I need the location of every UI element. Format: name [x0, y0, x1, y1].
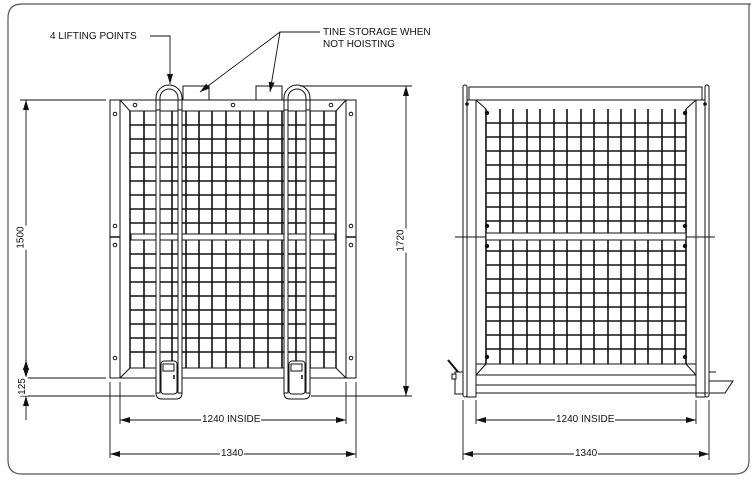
- tine-lock-handle: [447, 359, 464, 395]
- leader-lines: [150, 31, 320, 93]
- lifting-points-label: 4 LIFTING POINTS: [50, 31, 137, 42]
- lifting-hoop-right: [283, 84, 311, 400]
- lifting-hoop-left: [155, 84, 183, 400]
- lock-right: [288, 360, 306, 395]
- dim-height-1500: 1500: [15, 225, 27, 250]
- dim-height-1720: 1720: [395, 228, 407, 253]
- side-dim-width-inside: 1240 INSIDE: [555, 414, 616, 425]
- bolt-holes: [112, 102, 354, 361]
- tine-storage-right: [255, 85, 283, 101]
- front-dim-width-overall: 1340: [220, 448, 245, 459]
- lock-left: [160, 360, 178, 395]
- side-bolts: [465, 102, 707, 360]
- sheet-border: [7, 3, 751, 475]
- tine-storage-label-line2: NOT HOISTING: [323, 39, 396, 50]
- side-dim-width-overall: 1340: [574, 448, 599, 459]
- tine-storage-label-line1: TINE STORAGE WHEN: [323, 27, 431, 38]
- dim-height-125: 125: [16, 377, 28, 396]
- front-dim-width-inside: 1240 INSIDE: [201, 414, 262, 425]
- front-dimensions: [20, 85, 412, 458]
